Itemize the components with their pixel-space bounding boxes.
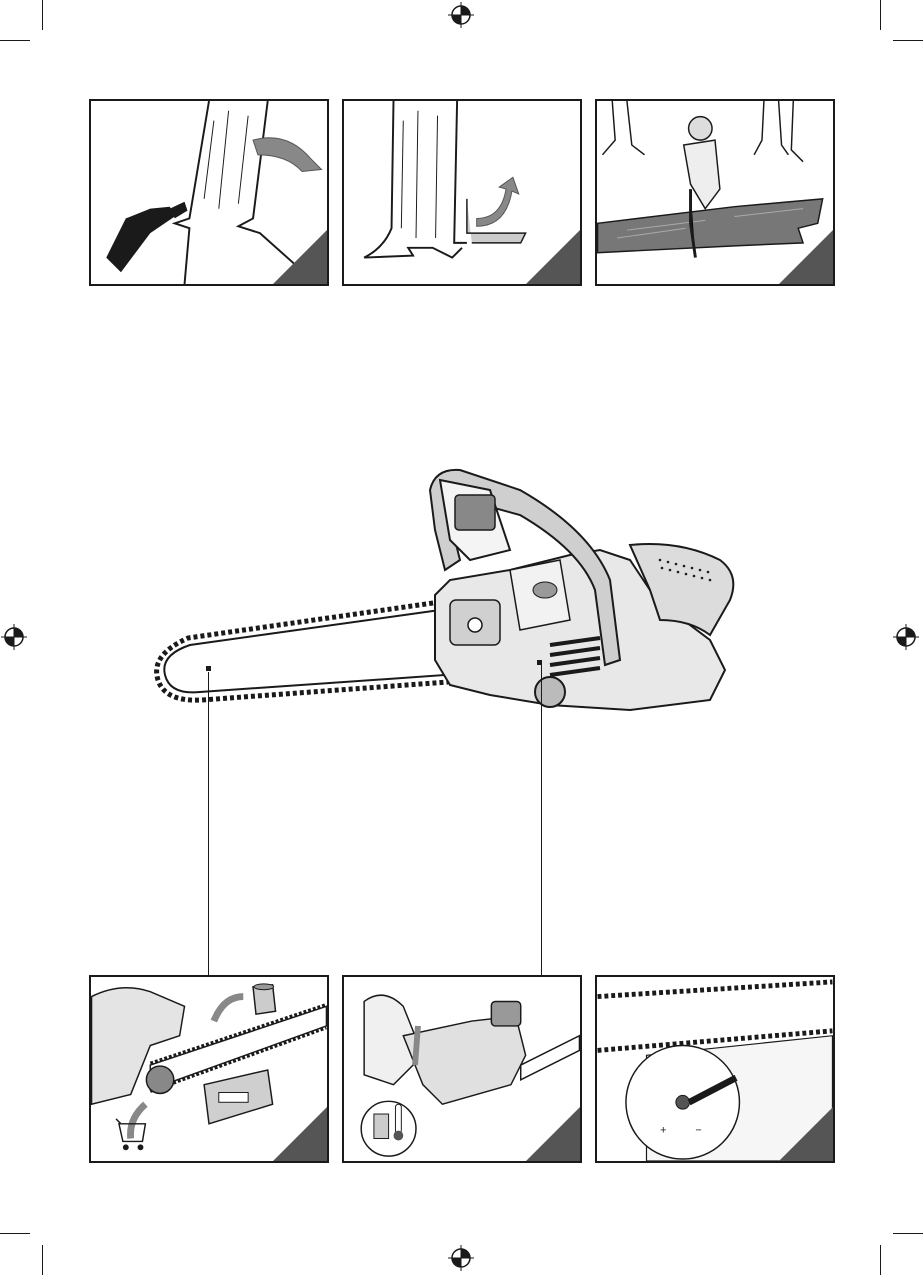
panel-corner-tab <box>526 230 580 284</box>
crop-mark <box>880 0 881 30</box>
callout-line-body <box>541 662 542 975</box>
panel-corner-tab <box>526 1107 580 1161</box>
crop-mark <box>42 1245 43 1275</box>
felling-notch-panel <box>89 99 329 286</box>
svg-text:+: + <box>660 1125 666 1137</box>
panel-corner-tab <box>779 1107 833 1161</box>
svg-text:−: − <box>695 1125 701 1137</box>
callout-line-bar <box>208 672 209 975</box>
registration-mark-icon <box>448 1245 474 1271</box>
crop-mark <box>893 1233 923 1234</box>
panel-corner-tab <box>779 230 833 284</box>
crop-mark <box>893 40 923 41</box>
registration-mark-icon <box>893 624 919 650</box>
back-cut-panel <box>342 99 582 286</box>
chain-replacement-panel <box>89 975 329 1163</box>
engine-start-panel <box>342 975 582 1163</box>
crop-mark <box>0 1233 30 1234</box>
registration-mark-icon <box>1 624 27 650</box>
panel-corner-tab <box>273 230 327 284</box>
panel-corner-tab <box>273 1107 327 1161</box>
registration-mark-icon <box>448 2 474 28</box>
chainsaw-icon <box>150 460 740 730</box>
crop-mark <box>0 40 30 41</box>
bucking-log-panel <box>595 99 835 286</box>
carburetor-adjust-panel: + − <box>595 975 835 1163</box>
crop-mark <box>880 1245 881 1275</box>
crop-mark <box>42 0 43 30</box>
